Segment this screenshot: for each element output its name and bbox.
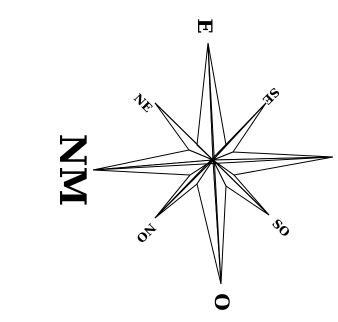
- label-top: E: [193, 18, 217, 33]
- compass-rose: [93, 43, 333, 284]
- label-upper-left: NE: [131, 91, 155, 115]
- point-right-side: [213, 157, 333, 175]
- label-lower-right: SO: [269, 216, 292, 239]
- label-left: NM: [51, 134, 93, 207]
- label-lower-left: NO: [133, 220, 158, 245]
- label-upper-right: SE: [260, 85, 282, 107]
- label-bottom: O: [210, 293, 234, 310]
